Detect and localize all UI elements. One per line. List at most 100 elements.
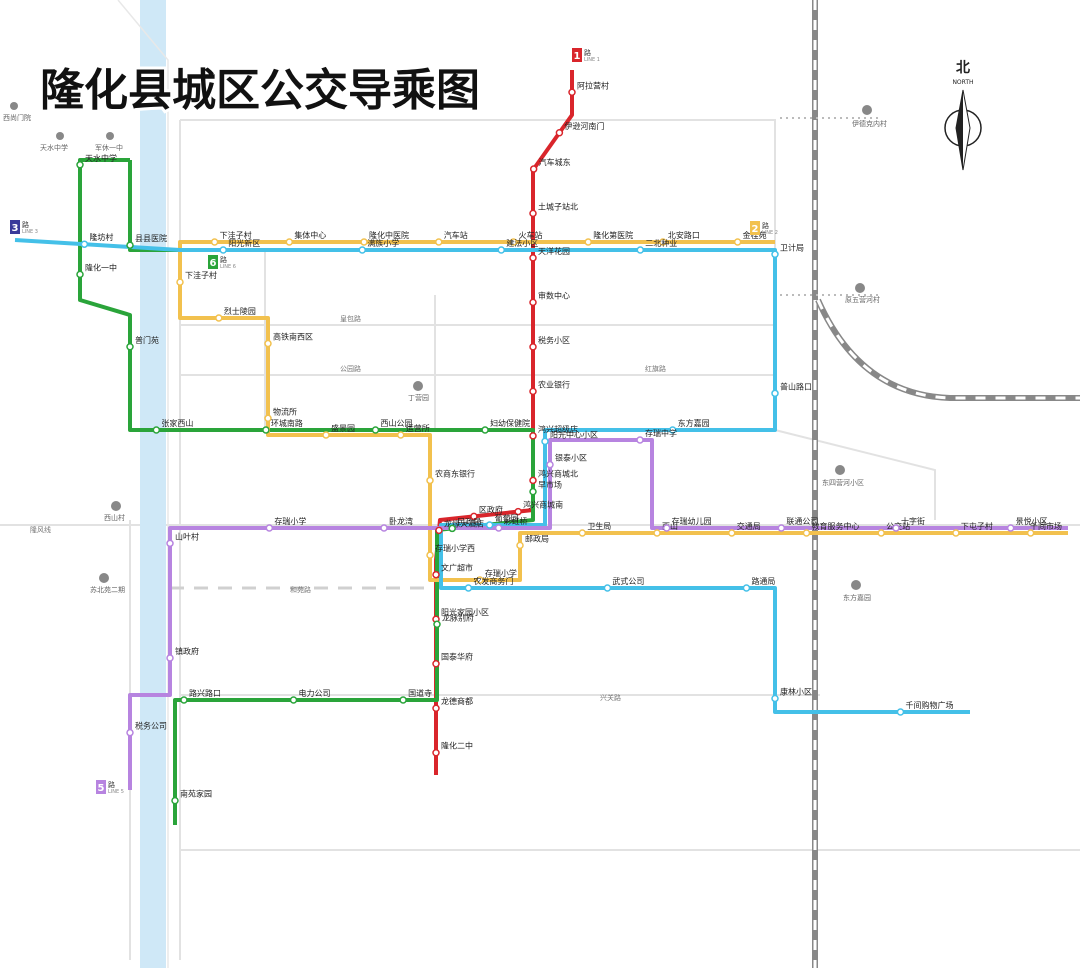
stop-dot: [215, 314, 223, 322]
svg-text:路: 路: [108, 780, 115, 789]
bus-stop-line3: 千间购物广场: [896, 700, 953, 716]
bus-stop-line2: 高铁南西区: [264, 332, 313, 348]
stop-dot: [568, 88, 576, 97]
stop-label: 南苑家园: [180, 789, 212, 799]
stop-label: 十字街: [901, 516, 925, 526]
road-label: 兴关路: [600, 693, 621, 702]
stop-label: 北安路口: [668, 230, 700, 240]
line-badge-6: 6 路 LINE 6: [208, 255, 236, 270]
stop-label: 张家西山: [161, 418, 193, 428]
stop-dot: [952, 529, 960, 537]
railway: [812, 0, 1080, 968]
stop-label: 龙脉别府: [442, 612, 474, 622]
stop-label: 高铁南西区: [273, 332, 313, 342]
bus-stop-line2: 隆化第医院: [584, 230, 633, 246]
stop-dot: [892, 524, 900, 532]
stop-label: 彩虹桥: [504, 516, 528, 526]
river: [140, 0, 166, 968]
stop-label: 龙德商都: [441, 696, 473, 706]
stop-dot: [176, 278, 184, 286]
route-line5: [128, 438, 1068, 790]
stop-label: 物流所: [273, 406, 297, 416]
stop-dot: [152, 426, 161, 434]
stop-dot: [514, 507, 522, 516]
svg-text:丁营园: 丁营园: [408, 393, 429, 402]
bus-stop-line2: 邮政局: [516, 533, 549, 550]
stop-dot: [529, 165, 538, 173]
bus-stop-line2: 存瑞小学: [476, 568, 517, 584]
bus-stop-line6: 路兴路口: [180, 688, 221, 704]
bus-stop-line3: 葡萄园: [485, 513, 519, 529]
svg-text:原五营河村: 原五营河村: [845, 295, 880, 304]
bus-stop-line6: 南苑家园: [171, 789, 212, 805]
place-marker: 东四营河小区: [822, 465, 864, 487]
stop-dot: [399, 696, 407, 704]
bus-stop-line3: 普山路口: [771, 381, 812, 398]
bus-stop-line1: 土城子站北: [529, 201, 578, 218]
bus-stop-line1: 区政府: [470, 504, 503, 521]
stop-label: 卫计局: [780, 242, 804, 252]
stop-label: 千间购物广场: [905, 700, 953, 710]
stop-dot: [777, 524, 786, 532]
svg-text:天水中学: 天水中学: [40, 143, 68, 152]
stop-dot: [262, 426, 270, 434]
bus-stop-line2: 交通局: [728, 521, 761, 537]
stop-dot: [464, 584, 473, 592]
bus-stop-line2: 下屯子村: [952, 521, 993, 537]
stop-label: 建法小区: [506, 238, 538, 248]
stop-dot: [470, 512, 478, 521]
bus-stop-line1: 农业银行: [529, 379, 570, 396]
place-marker: 西山村: [104, 501, 125, 522]
bus-stop-line1: 天洋花园: [529, 246, 570, 262]
bus-stop-line5: 税务公司: [126, 721, 167, 737]
place-markers: 西尚门院 天水中学 军休一中 伊德克内村 原五营河村 丁营园 东四营河小区 西山…: [3, 102, 887, 602]
stop-label: 阳光中心小区: [550, 429, 598, 439]
stop-dot: [529, 254, 537, 262]
road-label: 公园路: [340, 364, 361, 373]
stop-label: 农发商务门: [473, 576, 513, 586]
stop-label: 存瑞幼儿园: [672, 516, 712, 526]
stop-dot: [877, 529, 885, 537]
bus-stop-line2: 教育服务中心: [802, 521, 859, 537]
stop-label: 运营所: [406, 423, 430, 433]
stop-dot: [180, 696, 188, 704]
stop-label: 下洼子村: [185, 270, 217, 280]
svg-text:LINE 2: LINE 2: [762, 230, 778, 236]
stop-dot: [426, 476, 434, 485]
bus-stop-line3: 路通局: [742, 576, 775, 592]
bus-stop-line6: 电力公司: [289, 688, 331, 704]
stop-dot: [426, 551, 434, 559]
bus-stop-line1: 阿拉营村: [568, 80, 609, 97]
stop-dot: [662, 524, 671, 532]
bus-routes: [14, 70, 1068, 825]
stop-dot: [668, 426, 677, 434]
stop-dot: [742, 584, 751, 592]
stop-label: 卫生局: [587, 521, 611, 531]
stop-dot: [636, 436, 644, 444]
stop-label: 妇幼保健院: [490, 418, 530, 428]
stop-dot: [529, 476, 537, 485]
bus-stop-line3: 阳光中心小区: [541, 429, 598, 446]
bus-stop-line3: 卫计局: [771, 242, 804, 259]
place-marker: 伊德克内村: [852, 105, 887, 128]
stop-label: 火车站: [518, 230, 542, 240]
stop-label: 税务公司: [135, 721, 167, 731]
stop-dot: [433, 620, 441, 629]
road-labels: 隆风线 皇包路 公园路 和苑路 兴关路 红旗路: [30, 314, 666, 702]
svg-text:LINE 6: LINE 6: [220, 264, 236, 270]
stop-label: 路通局: [751, 576, 775, 586]
stop-label: 税务小区: [538, 335, 570, 345]
place-marker: 丁营园: [408, 381, 429, 402]
bus-stop-line1: 文广超市: [432, 563, 473, 579]
stop-dot: [529, 298, 537, 307]
stop-label: 存瑞小学西: [435, 543, 475, 553]
stop-label: 满族小学: [367, 238, 399, 248]
stop-dot: [396, 431, 405, 439]
stop-label: 康林小区: [780, 686, 812, 696]
svg-text:2: 2: [752, 224, 759, 235]
stop-dot: [371, 426, 380, 434]
bus-stop-line6: 国道寺: [399, 688, 432, 704]
stop-label: 鸿兴商城北: [538, 468, 578, 478]
stop-dot: [485, 521, 494, 529]
